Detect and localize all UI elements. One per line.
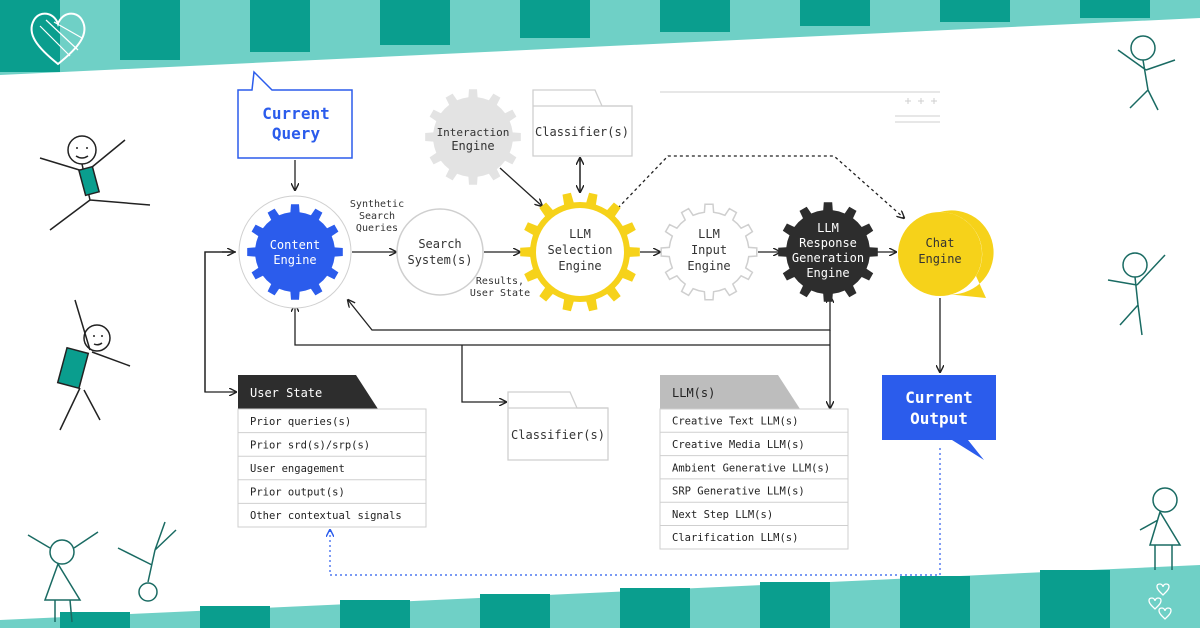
content-engine-line2: Engine (273, 253, 316, 267)
stick-figure-icon (1107, 252, 1166, 336)
llm-selection-line3: Engine (558, 259, 601, 273)
interaction-engine-line2: Engine (451, 139, 494, 153)
heart-icon (30, 12, 86, 66)
search-system-line1: Search (418, 237, 461, 251)
llm-selection-line1: LLM (569, 227, 591, 241)
llms-table: LLM(s) Creative Text LLM(s) Creative Medi… (659, 375, 849, 550)
current-query-line2: Query (272, 124, 321, 143)
current-output-node: Current Output (882, 375, 996, 460)
interaction-engine-gear: Interaction Engine (425, 89, 521, 185)
llm-response-line4: Engine (806, 266, 849, 280)
user-state-row: Prior srd(s)/srp(s) (250, 439, 370, 451)
stick-figure-icon (1139, 487, 1182, 570)
llms-row: Clarification LLM(s) (672, 532, 798, 544)
llm-input-engine-gear: LLM Input Engine (660, 203, 758, 301)
stick-figure-icon (27, 531, 99, 623)
user-state-row: User engagement (250, 463, 345, 475)
llm-input-line3: Engine (687, 259, 730, 273)
llm-response-line1: LLM (817, 221, 839, 235)
stick-figure-icon (117, 521, 177, 602)
user-state-row: Prior queries(s) (250, 416, 351, 428)
search-system-node: Search System(s) (396, 208, 484, 296)
stick-figure-icon (1117, 35, 1176, 111)
llm-selection-line2: Selection (547, 243, 612, 257)
llms-row: SRP Generative LLM(s) (672, 486, 805, 498)
search-system-line2: System(s) (407, 253, 472, 267)
llms-title: LLM(s) (672, 386, 715, 400)
classifier-top-label: Classifier(s) (535, 125, 629, 139)
user-state-table: User State Prior queries(s) Prior srd(s)/… (237, 375, 427, 528)
results-label-line2: User State (470, 288, 530, 299)
synthetic-queries-line2: Search (359, 211, 395, 222)
small-hearts-icon (1148, 583, 1172, 620)
llms-row: Creative Media LLM(s) (672, 439, 805, 451)
current-output-line2: Output (910, 409, 968, 428)
llm-input-line2: Input (691, 243, 727, 257)
user-state-title: User State (250, 386, 322, 400)
llms-row: Ambient Generative LLM(s) (672, 462, 830, 474)
feedback-dotted-line (330, 448, 941, 576)
llm-selection-engine-gear: LLM Selection Engine (520, 192, 640, 312)
connectors (204, 155, 940, 408)
chat-engine-node: Chat Engine (898, 210, 994, 298)
top-checker-band (0, 0, 1200, 75)
current-query-node: Current Query (237, 70, 353, 159)
content-engine-gear: Content Engine (238, 195, 352, 309)
llm-response-engine-gear: LLM Response Generation Engine (778, 202, 878, 302)
bottom-checker-band (0, 565, 1200, 628)
synthetic-queries-line3: Queries (356, 223, 398, 234)
classifier-top-node: Classifier(s) (532, 89, 633, 157)
content-engine-line1: Content (270, 238, 321, 252)
synthetic-queries-line1: Synthetic (350, 199, 404, 210)
classifier-bottom-node: Classifier(s) (507, 391, 609, 461)
chat-engine-line2: Engine (918, 252, 961, 266)
user-state-row: Prior output(s) (250, 487, 345, 499)
chat-engine-line1: Chat (926, 236, 955, 250)
results-label-line1: Results, (476, 276, 524, 287)
interaction-engine-line1: Interaction (437, 126, 510, 139)
llm-input-line1: LLM (698, 227, 720, 241)
llm-response-line3: Generation (792, 251, 864, 265)
llms-row: Next Step LLM(s) (672, 509, 773, 521)
stick-figure-icon (39, 135, 151, 231)
stick-figure-icon (56, 299, 131, 431)
current-output-line1: Current (905, 388, 972, 407)
user-state-row: Other contextual signals (250, 510, 402, 522)
llms-row: Creative Text LLM(s) (672, 416, 798, 428)
llm-response-line2: Response (799, 236, 857, 250)
decorative-plus-marks (660, 91, 940, 123)
current-query-line1: Current (262, 104, 329, 123)
classifier-bottom-label: Classifier(s) (511, 428, 605, 442)
